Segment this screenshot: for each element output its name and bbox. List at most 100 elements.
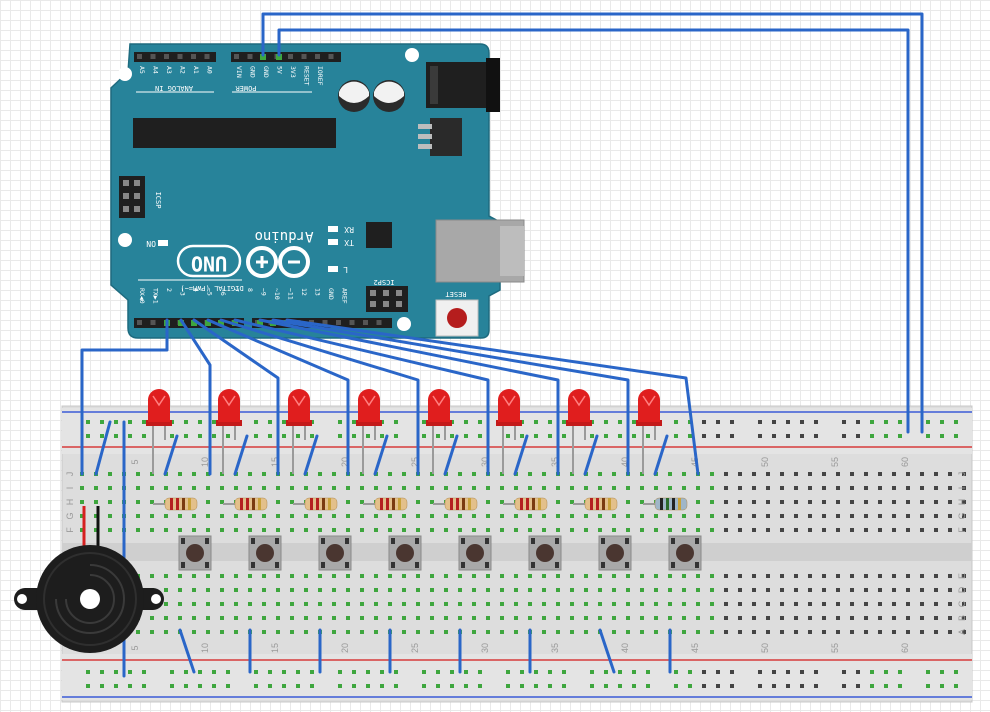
pushbutton-icon[interactable]: [178, 535, 212, 571]
icsp-pin: [123, 206, 129, 212]
on-label: ON: [146, 239, 156, 248]
breadboard-hole: [192, 588, 196, 592]
rail-hole: [618, 434, 622, 438]
header-pin: [191, 54, 196, 59]
icsp-pin: [123, 193, 129, 199]
breadboard-hole: [892, 588, 896, 592]
mount-hole: [118, 67, 132, 81]
breadboard-hole: [542, 616, 546, 620]
active-pin: [276, 54, 282, 60]
pushbutton-icon[interactable]: [388, 535, 422, 571]
breadboard-hole: [696, 574, 700, 578]
rail-hole: [100, 434, 104, 438]
breadboard-hole: [360, 528, 364, 532]
breadboard-hole: [626, 528, 630, 532]
breadboard-hole: [850, 528, 854, 532]
breadboard-hole: [878, 588, 882, 592]
pushbutton-icon[interactable]: [458, 535, 492, 571]
breadboard-hole: [500, 514, 504, 518]
rail-hole: [478, 420, 482, 424]
breadboard-hole: [514, 616, 518, 620]
breadboard-hole: [724, 528, 728, 532]
breadboard-hole: [934, 472, 938, 476]
reset-button-cap[interactable]: [447, 308, 467, 328]
pin-label: A4: [152, 66, 160, 74]
breadboard-hole: [892, 602, 896, 606]
breadboard-hole: [486, 602, 490, 606]
breadboard-hole: [934, 602, 938, 606]
breadboard-hole: [360, 574, 364, 578]
breadboard-hole: [430, 588, 434, 592]
pin-label: ~3: [179, 288, 187, 296]
breadboard-hole: [192, 602, 196, 606]
rail-hole: [212, 420, 216, 424]
rail-hole: [786, 670, 790, 674]
breadboard-hole: [430, 602, 434, 606]
breadboard-hole: [262, 574, 266, 578]
breadboard-hole: [444, 588, 448, 592]
pushbutton-icon[interactable]: [318, 535, 352, 571]
breadboard-hole: [906, 574, 910, 578]
breadboard-hole: [346, 616, 350, 620]
breadboard-hole: [696, 630, 700, 634]
breadboard-hole: [710, 528, 714, 532]
rail-hole: [800, 420, 804, 424]
rail-hole: [688, 684, 692, 688]
column-number: 55: [830, 457, 840, 467]
pin-wire-3: [179, 318, 212, 476]
breadboard-hole: [206, 588, 210, 592]
breadboard-hole: [612, 472, 616, 476]
rail-hole: [884, 684, 888, 688]
breadboard-hole: [724, 472, 728, 476]
rail-hole: [464, 420, 468, 424]
breadboard-hole: [934, 486, 938, 490]
icsp-pin: [134, 180, 140, 186]
rail-hole: [856, 684, 860, 688]
breadboard-hole: [234, 514, 238, 518]
breadboard-hole: [542, 602, 546, 606]
breadboard-hole: [920, 528, 924, 532]
rail-hole: [310, 670, 314, 674]
led-jumper: [373, 434, 389, 476]
breadboard-hole: [822, 500, 826, 504]
icsp2-pins: [370, 290, 402, 307]
breadboard-hole: [808, 588, 812, 592]
breadboard-hole: [934, 528, 938, 532]
breadboard-hole: [752, 486, 756, 490]
breadboard-hole: [626, 588, 630, 592]
row-letter: F: [957, 527, 967, 533]
breadboard-hole: [626, 514, 630, 518]
breadboard-hole: [864, 486, 868, 490]
rail-hole: [114, 434, 118, 438]
pushbutton-icon[interactable]: [528, 535, 562, 571]
breadboard-hole: [150, 616, 154, 620]
rail-hole: [562, 670, 566, 674]
led-jumper: [303, 434, 319, 476]
row-letter: E: [957, 573, 967, 579]
breadboard-hole: [108, 486, 112, 490]
mount-hole: [397, 317, 411, 331]
breadboard-hole: [948, 588, 952, 592]
breadboard-hole: [766, 616, 770, 620]
rail-hole: [198, 670, 202, 674]
breadboard-hole: [766, 514, 770, 518]
breadboard-hole: [332, 486, 336, 490]
column-number: 45: [690, 643, 700, 653]
rail-hole: [380, 434, 384, 438]
breadboard-hole: [570, 500, 574, 504]
pushbutton-icon[interactable]: [248, 535, 282, 571]
breadboard-hole: [668, 588, 672, 592]
rail-hole: [128, 670, 132, 674]
breadboard-hole: [948, 472, 952, 476]
pushbutton-icon[interactable]: [668, 535, 702, 571]
rail-hole: [226, 434, 230, 438]
breadboard-hole: [710, 602, 714, 606]
rail-hole: [282, 420, 286, 424]
pin-label: A5: [138, 66, 146, 74]
icsp2-pin: [370, 301, 376, 307]
pushbutton-icon[interactable]: [598, 535, 632, 571]
breadboard-hole: [346, 602, 350, 606]
breadboard-hole: [206, 528, 210, 532]
breadboard-hole: [248, 616, 252, 620]
